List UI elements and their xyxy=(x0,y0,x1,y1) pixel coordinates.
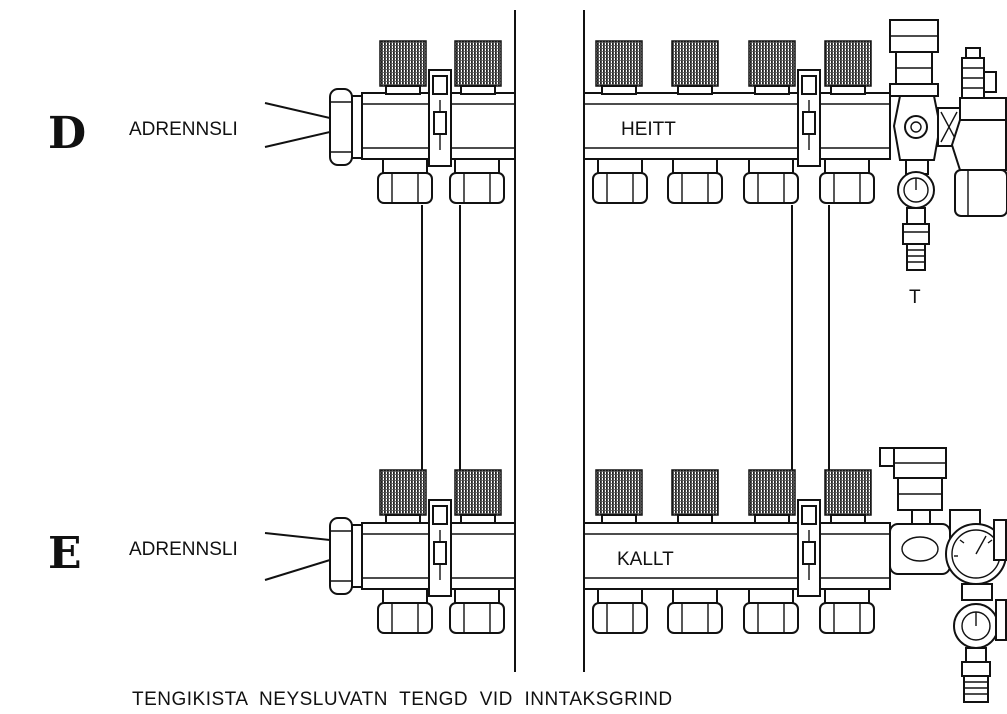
inlet-cone-supply xyxy=(264,102,331,148)
valve-knobs-return xyxy=(379,469,872,524)
inlet-nut-supply xyxy=(329,88,353,166)
manifold-return: E ADRENNSLI KALLT xyxy=(48,447,1007,703)
inlet-nut-return xyxy=(329,517,353,595)
manifold-supply: D ADRENNSLI HEITT xyxy=(48,19,1007,308)
mounting-clamp xyxy=(428,69,452,167)
body-label-kallt: KALLT xyxy=(617,549,674,570)
connecting-pipes xyxy=(421,205,830,470)
end-assembly-return xyxy=(879,447,1007,703)
body-label-heitt: HEITT xyxy=(621,119,676,140)
gauge-label-t: T xyxy=(909,287,921,308)
inlet-label-return: ADRENNSLI xyxy=(129,539,238,560)
valve-knobs-supply xyxy=(379,40,872,95)
inlet-cone-return xyxy=(264,532,331,581)
letter-e: E xyxy=(48,528,82,579)
outlet-fittings-supply xyxy=(377,158,875,204)
mounting-clamp xyxy=(797,69,821,167)
outlet-fittings-return xyxy=(377,588,875,634)
footer-caption: TENGIKISTA NEYSLUVATN TENGD VID INNTAKSG… xyxy=(132,689,673,710)
mounting-clamp xyxy=(428,499,452,597)
mounting-clamp xyxy=(797,499,821,597)
letter-d: D xyxy=(48,108,86,159)
inlet-label-supply: ADRENNSLI xyxy=(129,119,238,140)
end-assembly-supply xyxy=(889,19,1007,271)
